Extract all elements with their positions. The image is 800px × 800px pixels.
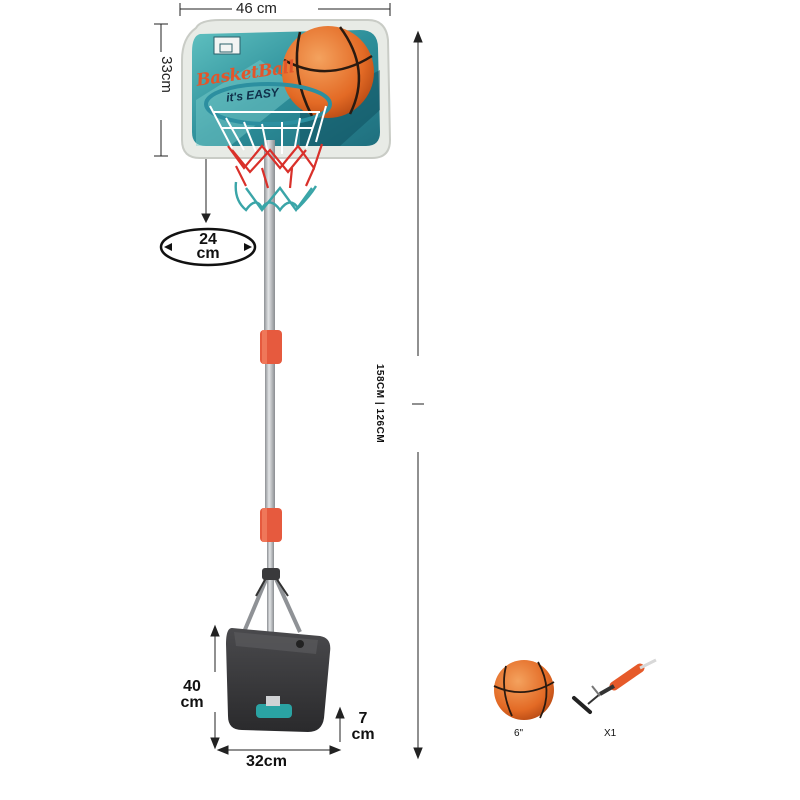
base-height-label: 40 cm — [172, 679, 212, 711]
base-foot-label: 7 cm — [346, 711, 380, 743]
base-width-label: 32cm — [246, 753, 287, 770]
ball-size-caption: 6" — [514, 728, 524, 739]
backboard-ball-graphic — [282, 26, 374, 118]
hoop-diameter-value: 24 — [199, 231, 217, 248]
hoop — [204, 82, 332, 213]
hoop-diameter-badge — [159, 227, 257, 267]
base-foot-unit: cm — [351, 726, 375, 743]
base-height-unit: cm — [180, 694, 204, 711]
hoop-diameter-unit: cm — [196, 245, 220, 262]
accessory-ball — [493, 660, 555, 720]
base-height-value: 40 — [183, 678, 201, 695]
base-foot-value: 7 — [358, 710, 368, 727]
hoop-diameter-label: 24 cm — [181, 231, 235, 262]
backboard — [181, 19, 392, 159]
dimension-lines — [154, 3, 424, 760]
accessory-pump — [572, 658, 657, 714]
total-height-label: 158CM | 126CM — [374, 363, 386, 444]
pole — [260, 140, 282, 700]
pump-quantity-caption: X1 — [604, 728, 617, 739]
backboard-width-label: 46 cm — [236, 0, 277, 17]
backboard-height-label: 33cm — [157, 56, 175, 93]
base — [226, 568, 331, 732]
